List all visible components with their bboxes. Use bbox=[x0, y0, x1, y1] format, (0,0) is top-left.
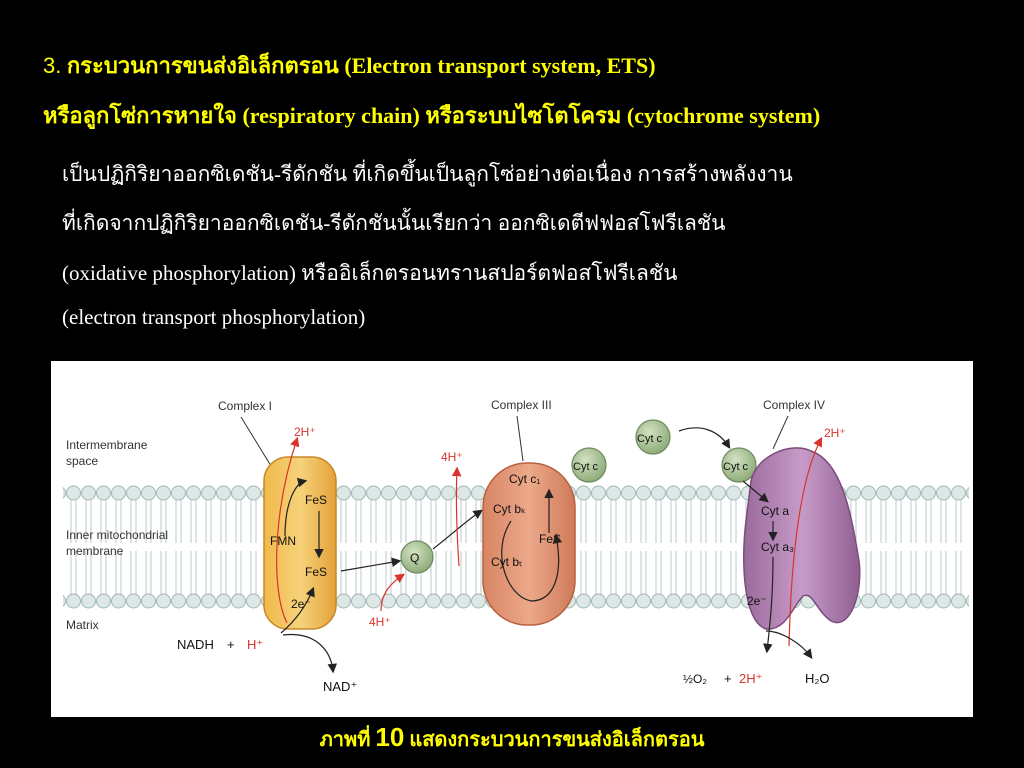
complex-4-pointer bbox=[772, 415, 789, 450]
nadh-label: NADH bbox=[177, 637, 214, 652]
cytc-a: Cyt c bbox=[573, 461, 599, 473]
heading-english-1: (Electron transport system, ETS) bbox=[344, 53, 656, 78]
heading-line-1: 3. กระบวนการขนส่งอิเล็กตรอน (Electron tr… bbox=[43, 48, 656, 83]
c4-cyta: Cyt a bbox=[761, 504, 789, 518]
c1-2h: 2H⁺ bbox=[294, 425, 316, 439]
label-space: space bbox=[66, 454, 98, 468]
heading-line-2: หรือลูกโซ่การหายใจ (respiratory chain) ห… bbox=[43, 98, 820, 133]
section-number: 3. bbox=[43, 53, 62, 78]
electron-transport-figure: Intermembrane space Inner mitochondrial … bbox=[51, 361, 973, 717]
complex-3 bbox=[482, 462, 576, 626]
q-label: Q bbox=[410, 551, 419, 565]
c3-cytbt: Cyt bₜ bbox=[491, 555, 523, 569]
heading-english-2b: (cytochrome system) bbox=[626, 103, 821, 128]
heading-english-2a: (respiratory chain) bbox=[242, 103, 420, 128]
nad-label: NAD⁺ bbox=[323, 679, 357, 694]
electron-transport-diagram: Intermembrane space Inner mitochondrial … bbox=[63, 398, 969, 694]
caption-prefix: ภาพที่ bbox=[319, 729, 371, 751]
complex-1-label: Complex I bbox=[218, 399, 272, 413]
c4-2e: 2e⁻ bbox=[747, 594, 767, 608]
heading-thai-2b: หรือระบบไซโตโครม bbox=[425, 103, 622, 128]
body-text-line-1: เป็นปฏิกิริยาออกซิเดชัน-รีดักชัน ที่เกิด… bbox=[62, 162, 793, 186]
label-matrix: Matrix bbox=[66, 618, 99, 632]
water-label: H₂O bbox=[805, 671, 830, 686]
cytochrome-c-3 bbox=[721, 447, 757, 483]
cytc-b: Cyt c bbox=[637, 433, 663, 445]
c1-fmn: FMN bbox=[270, 534, 296, 548]
h4-top: 4H⁺ bbox=[441, 450, 463, 464]
body-text-line-3: (oxidative phosphorylation) หรืออิเล็กตร… bbox=[62, 261, 678, 285]
ubiquinone bbox=[400, 540, 434, 574]
body-text-line-2: ที่เกิดจากปฏิกิริยาออกซิเดชัน-รีดักชันนั… bbox=[62, 211, 726, 235]
two-h-label: 2H⁺ bbox=[739, 671, 762, 686]
h4-bottom: 4H⁺ bbox=[369, 615, 391, 629]
cytochrome-c-2 bbox=[635, 419, 671, 455]
plus-sign-2: + bbox=[724, 671, 732, 686]
plus-sign-1: + bbox=[227, 637, 235, 652]
figure-caption: ภาพที่ 10 แสดงกระบวนการขนส่งอิเล็กตรอน bbox=[0, 722, 1024, 755]
half-o2-label: ½O₂ bbox=[683, 672, 707, 686]
c1-2e: 2e⁻ bbox=[291, 597, 311, 611]
heading-thai-2a: หรือลูกโซ่การหายใจ bbox=[43, 103, 237, 128]
label-intermembrane: Intermembrane bbox=[66, 438, 148, 452]
label-inner-mitochondrial: Inner mitochondrial bbox=[66, 528, 168, 542]
label-membrane: membrane bbox=[66, 544, 124, 558]
c3-cytc1: Cyt c₁ bbox=[509, 472, 540, 486]
complex-3-label: Complex III bbox=[491, 398, 552, 412]
c4-2h: 2H⁺ bbox=[824, 426, 846, 440]
caption-text: แสดงกระบวนการขนส่งอิเล็กตรอน bbox=[409, 729, 705, 751]
c1-fes-bottom: FeS bbox=[305, 565, 327, 579]
c1-fes-top: FeS bbox=[305, 493, 327, 507]
c3-cytbk: Cyt bₖ bbox=[493, 502, 526, 516]
cytc-c: Cyt c bbox=[723, 461, 749, 473]
cytochrome-c-1 bbox=[571, 447, 607, 483]
complex-4-label: Complex IV bbox=[763, 398, 825, 412]
body-text-line-4: (electron transport phosphorylation) bbox=[62, 305, 366, 329]
h-plus-label: H⁺ bbox=[247, 637, 263, 652]
caption-number: 10 bbox=[375, 722, 405, 752]
heading-thai-1: กระบวนการขนส่งอิเล็กตรอน bbox=[66, 53, 339, 78]
complex-3-pointer bbox=[516, 415, 524, 462]
c4-cyta3: Cyt a₃ bbox=[761, 540, 794, 554]
